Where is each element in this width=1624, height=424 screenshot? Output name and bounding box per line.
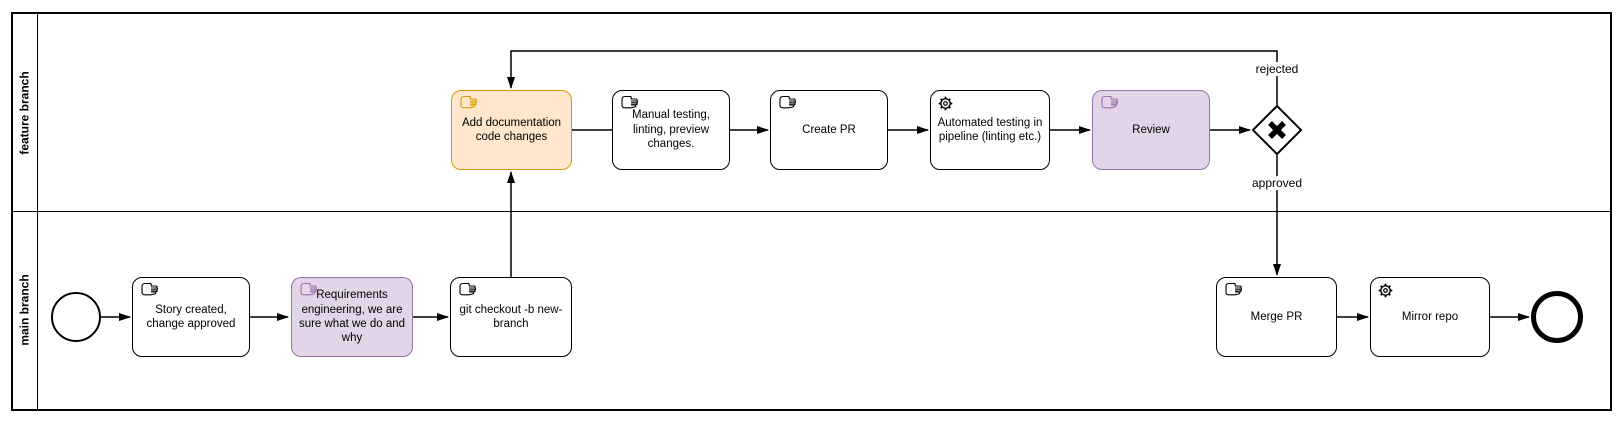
task-label: Mirror repo [1401,310,1459,323]
manual-task-hand-icon [1225,282,1243,296]
task-label: Create PR [802,123,856,136]
task-manual-testing[interactable]: Manual testing, linting, preview changes… [612,90,730,170]
lane-feature-branch: feature branch [13,14,37,211]
task-requirements-engineering[interactable]: Requirements engineering, we are sure wh… [291,277,413,357]
edge-label-rejected: rejected [1253,62,1301,76]
task-label: Add documentation code changes [461,116,562,143]
task-label: Automated testing in pipeline (linting e… [937,116,1043,143]
task-story-created[interactable]: Story created, change approved [132,277,250,357]
service-task-gear-icon [938,96,953,111]
lane-divider [13,211,1610,212]
end-event[interactable] [1531,291,1583,343]
manual-task-hand-icon [621,95,639,109]
task-label: Review [1132,123,1170,136]
lane-main-branch: main branch [13,211,37,409]
lane-label-main-branch: main branch [18,274,33,346]
manual-task-hand-icon [141,282,159,296]
lane-label-feature-branch: feature branch [18,70,33,155]
edge-label-approved: approved [1249,176,1305,190]
task-create-pr[interactable]: Create PR [770,90,888,170]
manual-task-hand-icon [300,282,318,296]
service-task-gear-icon [1378,283,1393,298]
manual-task-hand-icon [779,95,797,109]
task-automated-testing[interactable]: Automated testing in pipeline (linting e… [930,90,1050,170]
task-mirror-repo[interactable]: Mirror repo [1370,277,1490,357]
manual-task-hand-icon [460,95,478,109]
task-review[interactable]: Review [1092,90,1210,170]
gateway-x-icon [1268,121,1286,139]
manual-task-hand-icon [1101,95,1119,109]
lane-label-band-divider [37,14,38,409]
task-label: Requirements engineering, we are sure wh… [298,289,406,345]
pool: feature branch main branch [11,12,1612,411]
task-merge-pr[interactable]: Merge PR [1216,277,1337,357]
task-git-checkout[interactable]: git checkout -b new-branch [450,277,572,357]
task-label: Manual testing, linting, preview changes… [632,109,710,151]
start-event[interactable] [51,292,101,342]
task-label: Story created, change approved [146,303,236,330]
task-add-documentation[interactable]: Add documentation code changes [451,90,572,170]
task-label: Merge PR [1250,310,1303,323]
manual-task-hand-icon [459,282,477,296]
task-label: git checkout -b new-branch [459,303,563,330]
